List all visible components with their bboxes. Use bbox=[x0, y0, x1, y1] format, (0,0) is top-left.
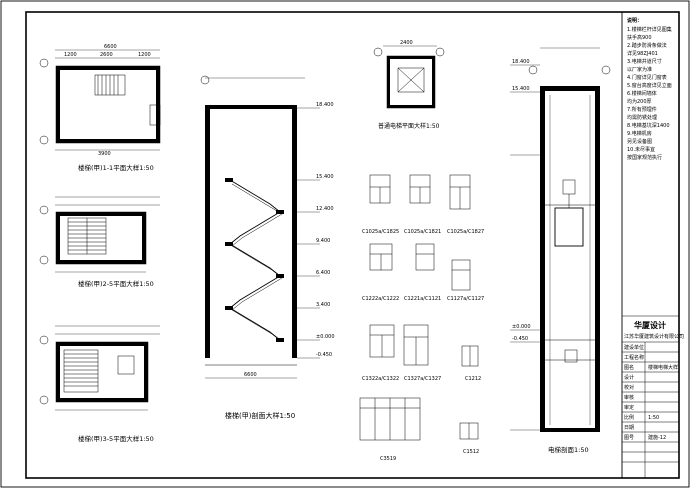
window-schedule: C1025a/C1825 C1025a/C1821 C1025a/C1827 C… bbox=[359, 174, 484, 462]
window-label-10: C3519 bbox=[380, 456, 396, 462]
inner-border bbox=[25, 11, 680, 479]
dim-stair-width: 3900 bbox=[98, 151, 111, 157]
section-title: 楼梯(甲)剖面大样1:50 bbox=[225, 411, 295, 420]
tb-row-9: 图号 bbox=[624, 435, 634, 441]
stair-plan-3: 楼梯(甲)3-5平面大样1:50 bbox=[39, 325, 160, 443]
plan1-title: 楼梯(甲)1-1平面大样1:50 bbox=[78, 163, 154, 172]
dim-a: 1200 bbox=[64, 52, 77, 58]
level-5: 3.400 bbox=[316, 302, 330, 308]
note-1: 扶手高900 bbox=[627, 34, 652, 41]
dim-b: 2600 bbox=[100, 52, 113, 58]
elev-dim: 2400 bbox=[400, 40, 413, 46]
level-7: -0.450 bbox=[316, 352, 332, 358]
level-2: 12.400 bbox=[316, 206, 334, 212]
note-10: 7.所有预埋件 bbox=[627, 106, 657, 113]
elev-level-1: 15.400 bbox=[512, 86, 530, 92]
tb-drawing-name: 楼梯电梯大样 bbox=[648, 364, 678, 371]
note-12: 8.电梯基坑深1400 bbox=[627, 122, 670, 129]
elev-level-0: 18.400 bbox=[512, 59, 530, 65]
note-6: 4.门窗详见门窗表 bbox=[627, 74, 667, 81]
window-label-4: C1222a/C1222 bbox=[362, 296, 399, 302]
elevator-section-title: 电梯剖面1:50 bbox=[548, 445, 589, 454]
note-5: 以厂家为准 bbox=[627, 66, 652, 73]
tb-sheet-no: 建施-12 bbox=[648, 434, 666, 441]
title-block: 说明： 1.楼梯栏杆详见图集 扶手高900 2.踏步防滑条做法 详见98ZJ40… bbox=[621, 11, 684, 479]
tb-row-0: 建设单位 bbox=[624, 344, 644, 351]
tb-row-7: 比例 bbox=[624, 414, 634, 421]
note-8: 6.楼梯间墙体 bbox=[627, 90, 657, 97]
tb-row-3: 设计 bbox=[624, 374, 634, 381]
company-full-name: 江苏华厦建筑设计有限公司 bbox=[624, 333, 684, 340]
company-name: 华厦设计 bbox=[634, 320, 666, 330]
level-0: 18.400 bbox=[316, 102, 334, 108]
tb-row-8: 日期 bbox=[624, 425, 634, 431]
stair-plan-2: 楼梯(甲)2-5平面大样1:50 bbox=[39, 196, 160, 288]
window-label-1: C1025a/C1825 bbox=[362, 229, 399, 235]
notes-list: 1.楼梯栏杆详见图集 扶手高900 2.踏步防滑条做法 详见98ZJ401 3.… bbox=[627, 26, 672, 161]
plan2-title: 楼梯(甲)2-5平面大样1:50 bbox=[78, 279, 154, 288]
notes-heading: 说明： bbox=[627, 17, 642, 24]
elev-level-7: -0.450 bbox=[512, 336, 528, 342]
window-label-8: C1327a/C1327 bbox=[404, 376, 441, 382]
note-16: 按国家规范执行 bbox=[627, 154, 662, 161]
level-6: ±0.000 bbox=[316, 334, 335, 340]
level-3: 9.400 bbox=[316, 238, 330, 244]
elevator-plan: 2400 普通电梯平面大样1:50 bbox=[373, 40, 445, 130]
window-label-6: C1127a/C1127 bbox=[447, 296, 484, 302]
window-label-7: C1322a/C1322 bbox=[362, 376, 399, 382]
stair-section: 6600 18.400 15.400 12.400 9.400 6.400 3.… bbox=[200, 75, 335, 420]
stair-plan-1: 6600 1200 2600 1200 3900 楼梯(甲)1-1平面大样1:5… bbox=[39, 44, 161, 172]
tb-row-2: 图名 bbox=[624, 364, 634, 371]
note-0: 1.楼梯栏杆详见图集 bbox=[627, 26, 672, 33]
elevator-plan-title: 普通电梯平面大样1:50 bbox=[378, 122, 440, 130]
note-7: 5.窗台高度详见立面 bbox=[627, 82, 672, 89]
dim-total: 6600 bbox=[104, 44, 117, 50]
window-label-2: C1025a/C1821 bbox=[404, 229, 441, 235]
tb-scale: 1:50 bbox=[648, 415, 659, 421]
window-label-5: C1221a/C1121 bbox=[404, 296, 441, 302]
tb-row-5: 审核 bbox=[624, 394, 634, 401]
note-13: 9.电梯机房 bbox=[627, 130, 652, 137]
note-4: 3.电梯井道尺寸 bbox=[627, 58, 662, 65]
note-14: 另见设备图 bbox=[627, 138, 652, 145]
tb-row-1: 工程名称 bbox=[624, 354, 644, 361]
elevator-section: 18.400 15.400 ±0.000 -0.450 电梯剖面1:50 bbox=[510, 47, 611, 454]
plan3-title: 楼梯(甲)3-5平面大样1:50 bbox=[78, 434, 154, 443]
window-label-9: C1212 bbox=[465, 376, 481, 382]
note-15: 10.未尽事宜 bbox=[627, 146, 655, 153]
window-label-3: C1025a/C1827 bbox=[447, 229, 484, 235]
dim-c: 1200 bbox=[138, 52, 151, 58]
elev-level-6: ±0.000 bbox=[512, 324, 531, 330]
tb-row-6: 审定 bbox=[624, 404, 634, 411]
note-11: 均需防锈处理 bbox=[627, 114, 657, 121]
section-dim: 6600 bbox=[244, 372, 257, 378]
note-9: 均为200厚 bbox=[627, 98, 652, 105]
level-1: 15.400 bbox=[316, 174, 334, 180]
note-3: 详见98ZJ401 bbox=[627, 50, 658, 57]
level-4: 6.400 bbox=[316, 270, 330, 276]
window-label-11: C1512 bbox=[463, 449, 479, 455]
note-2: 2.踏步防滑条做法 bbox=[627, 42, 667, 49]
tb-row-4: 校对 bbox=[624, 384, 634, 391]
